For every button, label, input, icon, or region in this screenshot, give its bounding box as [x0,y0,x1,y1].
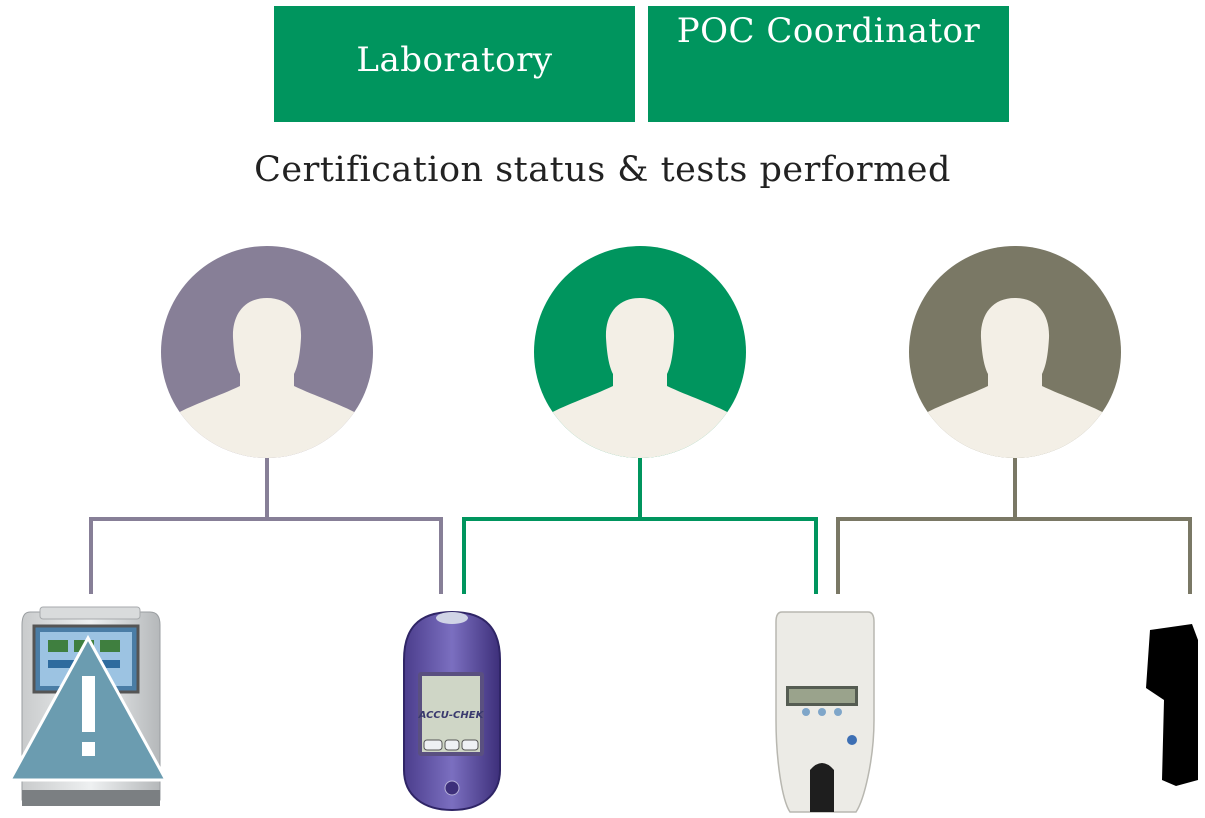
svg-text:ACCU-CHEK: ACCU-CHEK [418,710,485,721]
laboratory-box: Laboratory [274,6,635,122]
laboratory-label: Laboratory [356,40,553,80]
handheld-device [1146,624,1198,786]
connector-green [462,458,818,594]
connector-olive [836,458,1192,594]
poc-coordinator-label: POC Coordinator [676,11,981,51]
person-icon [909,246,1121,458]
person-icon [161,246,373,458]
urine-analyzer-device [775,611,875,813]
subtitle: Certification status & tests performed [254,150,951,190]
poc-coordinator-box: POC Coordinator [648,6,1009,122]
person-icon [534,246,746,458]
connector-purple [89,458,443,594]
warning-icon [7,634,169,782]
accu-chek-meter-device: ACCU-CHEK [392,598,512,816]
